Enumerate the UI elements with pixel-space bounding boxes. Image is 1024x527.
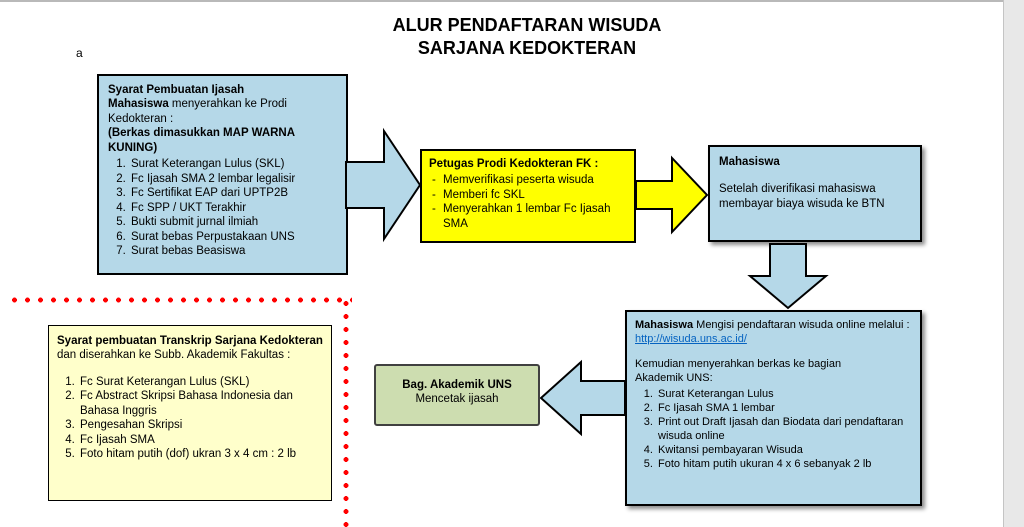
box-pendaftaran-online-subject: Mahasiswa — [635, 319, 694, 331]
arrow-shape — [747, 243, 829, 310]
wisuda-link-row: http://wisuda.uns.ac.id/ — [635, 333, 912, 347]
page-top-edge — [0, 0, 1024, 2]
box-mahasiswa-btn-heading: Mahasiswa — [719, 156, 780, 168]
list-item: Pengesahan Skripsi — [78, 418, 323, 432]
list-item: Kwitansi pembayaran Wisuda — [656, 444, 912, 458]
page-title-line2: SARJANA KEDOKTERAN — [417, 38, 637, 59]
list-item: Surat bebas Beasiswa — [129, 244, 337, 258]
list-item: Surat Keterangan Lulus — [656, 388, 912, 402]
ijasah-requirements-list: Surat Keterangan Lulus (SKL) Fc Ijasah S… — [108, 157, 337, 258]
list-item: Fc Surat Keterangan Lulus (SKL) — [78, 375, 323, 389]
box-syarat-transkrip-intro: Syarat pembuatan Transkrip Sarjana Kedok… — [57, 334, 323, 363]
box-syarat-ijasah-subject: Mahasiswa — [108, 98, 169, 111]
list-item: Surat bebas Perpustakaan UNS — [129, 230, 337, 244]
online-requirements-list: Surat Keterangan Lulus Fc Ijasah SMA 1 l… — [635, 388, 912, 471]
box-syarat-ijasah-note: (Berkas dimasukkan MAP WARNA KUNING) — [108, 126, 337, 155]
box-petugas-prodi: Petugas Prodi Kedokteran FK : Memverifik… — [420, 149, 636, 243]
list-item: Fc Abstract Skripsi Bahasa Indonesia dan… — [78, 389, 323, 418]
box-bag-akademik: Bag. Akademik UNS Mencetak ijasah — [374, 364, 540, 426]
transkrip-requirements-list: Fc Surat Keterangan Lulus (SKL) Fc Abstr… — [57, 375, 323, 462]
box-pendaftaran-online-intro: Mahasiswa Mengisi pendaftaran wisuda onl… — [635, 319, 912, 333]
list-item: Foto hitam putih ukuran 4 x 6 sebanyak 2… — [656, 458, 912, 472]
box-bag-akademik-body: Mencetak ijasah — [415, 393, 499, 406]
box-syarat-transkrip: Syarat pembuatan Transkrip Sarjana Kedok… — [48, 325, 332, 501]
arrow-shape — [345, 127, 422, 243]
list-item: Memberi fc SKL — [429, 188, 627, 203]
box-syarat-ijasah-intro-rest: menyerahkan ke Prodi Kedokteran : — [108, 98, 287, 125]
box-petugas-heading: Petugas Prodi Kedokteran FK : — [429, 158, 599, 170]
box-syarat-ijasah: Syarat Pembuatan Ijasah Mahasiswa menyer… — [97, 74, 348, 275]
box-syarat-transkrip-heading: Syarat pembuatan Transkrip Sarjana Kedok… — [57, 335, 323, 347]
flow-arrow-down — [747, 243, 829, 310]
wisuda-link[interactable]: http://wisuda.uns.ac.id/ — [635, 332, 747, 345]
box-syarat-ijasah-heading: Syarat Pembuatan Ijasah — [108, 84, 245, 96]
flow-arrow-right-2 — [635, 155, 709, 235]
flow-arrow-left — [539, 359, 626, 437]
list-item: Fc Ijasah SMA 1 lembar — [656, 402, 912, 416]
arrow-shape — [539, 359, 626, 437]
list-item: Foto hitam putih (dof) ukran 3 x 4 cm : … — [78, 447, 323, 461]
box-pendaftaran-online: Mahasiswa Mengisi pendaftaran wisuda onl… — [625, 310, 922, 506]
page-title: ALUR PENDAFTARAN WISUDA SARJANA KEDOKTER… — [312, 14, 742, 61]
list-item: Fc SPP / UKT Terakhir — [129, 201, 337, 215]
box-mahasiswa-btn: Mahasiswa Setelah diverifikasi mahasiswa… — [708, 145, 922, 242]
footnote-marker: a — [76, 46, 83, 60]
list-item: Surat Keterangan Lulus (SKL) — [129, 157, 337, 171]
box-syarat-ijasah-note-text: (Berkas dimasukkan MAP WARNA KUNING) — [108, 127, 295, 154]
box-pendaftaran-online-middle: Kemudian menyerahkan berkas ke bagian Ak… — [635, 357, 842, 384]
list-item: Fc Ijasah SMA — [78, 433, 323, 447]
list-item: Menyerahkan 1 lembar Fc Ijasah SMA — [429, 202, 627, 231]
list-item: Fc Sertifikat EAP dari UPTP2B — [129, 186, 337, 200]
list-item: Print out Draft Ijasah dan Biodata dari … — [656, 416, 912, 444]
list-item: Bukti submit jurnal ilmiah — [129, 215, 337, 229]
arrow-shape — [635, 155, 709, 235]
box-bag-akademik-heading: Bag. Akademik UNS — [402, 379, 512, 391]
box-syarat-transkrip-intro-rest: dan diserahkan ke Subb. Akademik Fakulta… — [57, 349, 291, 362]
box-pendaftaran-online-intro-rest: Mengisi pendaftaran wisuda online melalu… — [693, 319, 910, 331]
box-mahasiswa-btn-body: Setelah diverifikasi mahasiswa membayar … — [719, 183, 885, 210]
red-dotted-line-vertical — [343, 297, 349, 527]
scrollbar[interactable] — [1003, 0, 1024, 527]
list-item: Memverifikasi peserta wisuda — [429, 173, 627, 188]
petugas-task-list: Memverifikasi peserta wisuda Memberi fc … — [429, 173, 627, 231]
page-title-line1: ALUR PENDAFTARAN WISUDA — [392, 15, 662, 35]
flow-arrow-right-1 — [345, 127, 422, 243]
box-syarat-ijasah-intro: Syarat Pembuatan Ijasah Mahasiswa menyer… — [108, 83, 337, 126]
list-item: Fc Ijasah SMA 2 lembar legalisir — [129, 172, 337, 186]
red-dotted-line-horizontal — [8, 297, 352, 303]
